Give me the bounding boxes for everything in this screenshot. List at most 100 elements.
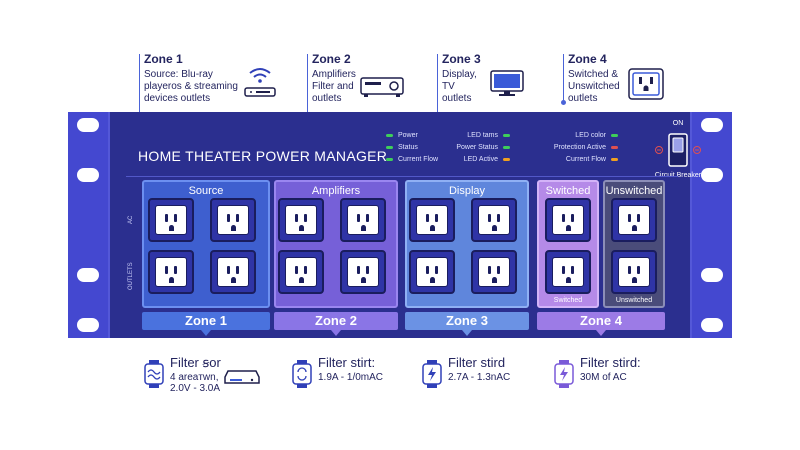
ac-outlet[interactable] (471, 250, 517, 294)
ac-outlet[interactable] (409, 250, 455, 294)
outlet-slot (435, 266, 438, 274)
wave-filter-icon (144, 360, 164, 388)
outlet-slot (227, 266, 230, 274)
outlet-slot (488, 214, 491, 222)
ac-outlet[interactable] (545, 198, 591, 242)
outlet-slot (562, 266, 565, 274)
filter-4-title: Filter stird: (580, 355, 641, 370)
outlet-slot (366, 214, 369, 222)
filter-2-spec: 1.9A - 1/0mAC (318, 372, 384, 383)
outlet-ground (169, 277, 174, 283)
zone4-leader (563, 54, 564, 102)
filter-1-title: Filter ꞩor (170, 355, 221, 370)
indicator-label: Status (398, 144, 418, 151)
ac-outlet[interactable] (340, 250, 386, 294)
outlet-face (217, 205, 249, 235)
outlet-group-footer: Unswitched (615, 297, 653, 304)
outlet-slot (571, 214, 574, 222)
outlet-face (285, 205, 317, 235)
outlet-ground (169, 225, 174, 231)
indicator-label: Power (398, 132, 418, 139)
ac-outlet[interactable] (611, 250, 657, 294)
ac-outlet[interactable] (545, 250, 591, 294)
outlet-face (347, 205, 379, 235)
outlet-group-title: Amplifiers (311, 185, 361, 197)
indicator-right-1: Protection Active (554, 144, 618, 151)
outlet-face (347, 257, 379, 287)
outlet-slot (174, 214, 177, 222)
bolt-filter-icon (422, 360, 442, 388)
outlet-ground (299, 225, 304, 231)
zone1-callout-title: Zone 1 (144, 52, 183, 66)
filter-3-spec: 2.7A - 1.3nAC (448, 372, 511, 383)
indicator-label: LED tams (467, 132, 498, 139)
mount-slot (701, 168, 723, 182)
status-led (503, 146, 510, 149)
outlet-slot (174, 266, 177, 274)
status-led (386, 134, 393, 137)
outlet-slot (637, 266, 640, 274)
status-led (386, 146, 393, 149)
mount-slot (701, 268, 723, 282)
bolt-filter-icon (554, 360, 574, 388)
indicator-label: Current Flow (398, 156, 439, 163)
outlet-slot (366, 266, 369, 274)
outlet-slot (571, 266, 574, 274)
outlet-ground (361, 277, 366, 283)
zone-label-pointer (201, 330, 211, 336)
outlet-slot (628, 214, 631, 222)
ac-outlet[interactable] (148, 198, 194, 242)
ac-outlet[interactable] (471, 198, 517, 242)
zone1-leader (139, 54, 140, 132)
outlet-slot (435, 214, 438, 222)
zone4-callout: Zone 4 Switched & Unswitched outlets (568, 52, 698, 105)
zone-label-2: Zone 2 (274, 312, 398, 330)
streaming-box-icon (224, 370, 260, 384)
outlet-face (478, 257, 510, 287)
outlet-ground (566, 277, 571, 283)
status-led (611, 134, 618, 137)
status-led (611, 158, 618, 161)
outlet-slot (227, 214, 230, 222)
indicator-left-1: Status (386, 144, 418, 151)
mount-slot (701, 118, 723, 132)
breaker-on-label: ON (672, 120, 684, 127)
outlet-slot (236, 266, 239, 274)
zone1-callout: Zone 1 Source: Blu-ray playeros & stream… (144, 52, 276, 105)
side-label-outlets: OUTLETS (128, 262, 134, 290)
ac-outlet[interactable] (409, 198, 455, 242)
outlet-face (217, 257, 249, 287)
outlet-group-title: Display (448, 185, 486, 197)
ac-outlet[interactable] (278, 198, 324, 242)
indicator-label: LED color (575, 132, 606, 139)
ac-outlet[interactable] (611, 198, 657, 242)
breaker-switch-icon[interactable] (654, 130, 702, 170)
outlet-face (618, 205, 650, 235)
outlet-slot (628, 266, 631, 274)
filter-1-spec-2: 2.0V - 3.0A (170, 383, 221, 394)
zone-label-3: Zone 3 (405, 312, 529, 330)
side-label-ac: AC (128, 215, 134, 224)
zone2-callout: Zone 2 Amplifiers Filter and outlets (312, 52, 442, 105)
mount-slot (77, 168, 99, 182)
ac-outlet[interactable] (340, 198, 386, 242)
outlet-face (416, 257, 448, 287)
outlet-face (416, 205, 448, 235)
ac-outlet[interactable] (278, 250, 324, 294)
breaker-label: Circuit Breaker (655, 172, 702, 179)
zone-label-pointer (331, 330, 341, 336)
ac-outlet[interactable] (148, 250, 194, 294)
outlet-face (552, 257, 584, 287)
indicator-right-0: LED color (575, 132, 618, 139)
circuit-breaker[interactable]: ON Circuit Breaker (654, 120, 702, 188)
indicator-label: Current Flow (565, 156, 606, 163)
mount-slot (77, 118, 99, 132)
outlet-slot (426, 214, 429, 222)
ac-outlet[interactable] (210, 198, 256, 242)
refresh-filter-icon (292, 360, 312, 388)
outlet-slot (488, 266, 491, 274)
ac-outlet[interactable] (210, 250, 256, 294)
